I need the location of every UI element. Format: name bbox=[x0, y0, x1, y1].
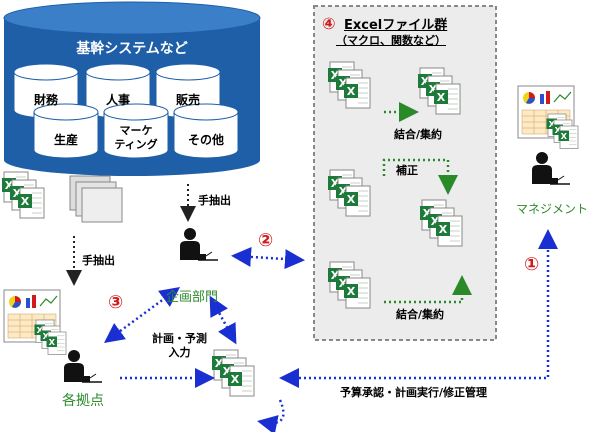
branches-person bbox=[63, 349, 103, 383]
module-cylinder-other bbox=[173, 103, 239, 159]
core-system-title: 基幹システムなど bbox=[76, 41, 188, 57]
blue-flow-arrows bbox=[103, 229, 558, 432]
arrow-2 bbox=[231, 246, 305, 270]
management-person bbox=[531, 151, 571, 185]
module-label-hr: 人事 bbox=[105, 93, 130, 107]
module-cylinder-marketing bbox=[103, 103, 169, 159]
arrow-loop bbox=[257, 399, 285, 432]
branches-excel bbox=[35, 320, 67, 355]
marker-3: ③ bbox=[108, 292, 124, 313]
module-cylinder-production bbox=[33, 103, 99, 159]
manual-extract-arrows bbox=[66, 184, 196, 286]
marker-2: ② bbox=[258, 230, 274, 251]
excel-group-title: Excelファイル群 bbox=[344, 18, 448, 33]
merge-label-1: 結合/集約 bbox=[394, 128, 443, 141]
plan-forecast-input-label: 計画・予測 入力 bbox=[152, 332, 207, 359]
management-label: マネジメント bbox=[516, 202, 589, 216]
plan-excel-files bbox=[212, 350, 254, 396]
module-label-finance: 財務 bbox=[33, 93, 58, 107]
module-cylinders bbox=[13, 63, 239, 159]
module-label-production: 生産 bbox=[53, 133, 78, 147]
extracted-excel-files bbox=[2, 172, 44, 218]
manual-extract-label-top: 手抽出 bbox=[198, 194, 231, 207]
planning-dept-person bbox=[179, 227, 219, 261]
module-label-marketing: マーケ ティング bbox=[114, 124, 158, 151]
module-label-sales: 販売 bbox=[175, 93, 200, 107]
merge-label-2: 結合/集約 bbox=[396, 308, 445, 321]
correction-label: 補正 bbox=[396, 164, 418, 177]
extracted-documents bbox=[69, 175, 123, 223]
arrow-dept-excel bbox=[209, 295, 237, 345]
budget-flow-label: 予算承認・計画実行/修正管理 bbox=[340, 386, 488, 399]
manual-extract-label-left: 手抽出 bbox=[82, 254, 115, 267]
arrow-1 bbox=[279, 229, 558, 388]
excel-group-subtitle: （マクロ、関数など） bbox=[336, 34, 446, 47]
excel-group-number: ④ bbox=[322, 14, 336, 33]
arrow-3 bbox=[103, 287, 181, 343]
module-label-other: その他 bbox=[187, 133, 224, 147]
planning-dept-label: 企画部門 bbox=[166, 290, 219, 305]
branches-label: 各拠点 bbox=[62, 393, 104, 409]
marker-1: ① bbox=[524, 254, 540, 275]
